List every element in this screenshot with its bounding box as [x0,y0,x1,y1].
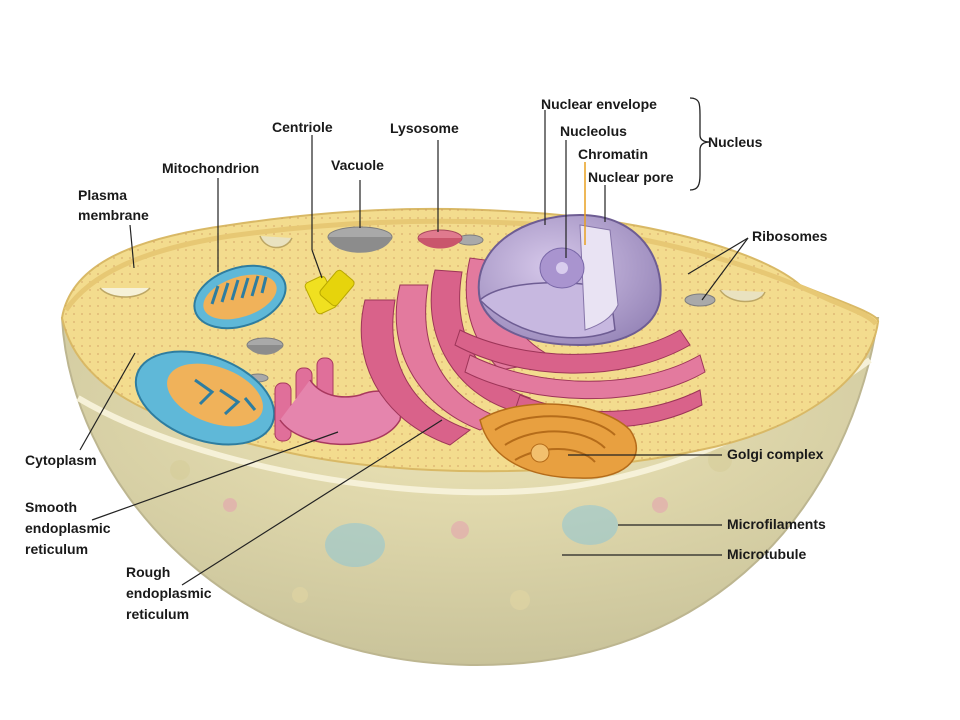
label-vacuole: Vacuole [331,157,384,173]
nucleus-brace [689,97,711,191]
label-nucleolus: Nucleolus [560,123,627,139]
golgi-complex [479,403,637,479]
centriole [304,269,355,315]
label-rough-line2: endoplasmic [126,585,212,601]
membrane-pit [719,289,766,303]
vacuole [327,226,393,253]
label-chromatin: Chromatin [578,146,648,162]
label-nuclear-pore: Nuclear pore [588,169,674,185]
label-smooth-line3: reticulum [25,541,88,557]
label-nucleus: Nucleus [708,134,763,150]
label-smooth-line1: Smooth [25,499,77,515]
label-microtubule: Microtubule [727,546,807,562]
lysosome [417,229,463,249]
membrane-pit [259,235,293,249]
plasma-membrane [63,218,879,326]
label-smooth-line2: endoplasmic [25,520,111,536]
label-plasma-line2: membrane [78,207,149,223]
smooth-er [274,357,402,446]
label-centriole: Centriole [272,119,333,135]
label-lysosome: Lysosome [390,120,459,136]
vesicle [246,234,716,383]
label-golgi-complex: Golgi complex [727,446,824,462]
mitochondrion-lower [134,350,276,446]
label-mitochondrion: Mitochondrion [162,160,259,176]
label-nuclear-envelope: Nuclear envelope [541,96,657,112]
label-rough-line3: reticulum [126,606,189,622]
membrane-pit [99,287,151,298]
label-ribosomes: Ribosomes [752,228,828,244]
nucleus [477,213,662,347]
bowl-inclusions [170,448,732,610]
label-cytoplasm: Cytoplasm [25,452,97,468]
label-rough-line1: Rough [126,564,170,580]
leader-lines [79,110,749,586]
mitochondrion [193,264,287,330]
label-microfilaments: Microfilaments [727,516,826,532]
label-plasma-line1: Plasma [78,187,127,203]
